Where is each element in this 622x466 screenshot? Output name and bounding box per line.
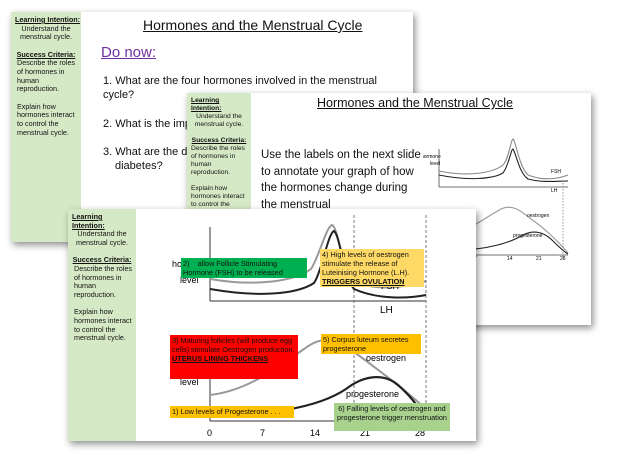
slide-3[interactable]: Learning Intention: Understand the menst…	[68, 209, 476, 441]
tick-0: 0	[207, 428, 212, 438]
fsh-curve-small	[438, 138, 569, 180]
lh-label-large: LH	[380, 305, 393, 316]
slide-1-sidebar: Learning Intention: Understand the menst…	[11, 12, 81, 242]
svg-text:level: level	[180, 275, 199, 285]
learning-intention-text: Understand the menstrual cycle.	[194, 113, 244, 128]
question-3-line-2: diabetes?	[115, 160, 163, 172]
progesterone-curve-small	[438, 231, 569, 255]
learning-intention-text: Understand the menstrual cycle.	[76, 229, 128, 247]
label-3-oestrogen[interactable]: 3) Maturing follicles (will produce egg …	[170, 335, 298, 379]
upper-y-label: ho	[172, 259, 182, 269]
lh-label-small: LH	[551, 188, 558, 194]
tick-28-small: 28	[560, 256, 566, 261]
success-criteria-1: Describe the roles of hormones in human …	[74, 263, 132, 299]
label-2-fsh[interactable]: 2) allow Follicle Stimulating Hormone (F…	[181, 258, 307, 278]
question-2: 2. What is the imp	[103, 118, 192, 130]
lh-curve-small	[438, 148, 569, 183]
tick-7: 7	[260, 428, 265, 438]
learning-intention-heading: Learning Intention:	[15, 15, 81, 24]
svg-text:level: level	[430, 161, 440, 167]
progesterone-label-large: progesterone	[346, 389, 399, 399]
graph-y-label: hormone	[423, 154, 441, 160]
svg-text:level: level	[180, 377, 199, 387]
learning-intention-text: Understand the menstrual cycle.	[20, 23, 72, 42]
slide-2-body-text: Use the labels on the next slide to anno…	[261, 149, 421, 211]
question-3-line-1: 3. What are the d	[103, 146, 188, 158]
question-1: 1. What are the four hormones involved i…	[103, 75, 377, 101]
tick-28: 28	[415, 428, 425, 438]
progesterone-label-small: progesterone	[513, 233, 543, 239]
oestrogen-label-large: oestrogen	[366, 353, 406, 363]
label-4-ovulation[interactable]: 4) High levels of oestrogen stimulate th…	[320, 249, 424, 287]
tick-21: 21	[360, 428, 370, 438]
label-6-menstruation[interactable]: 6) Falling levels of oestrogen and proge…	[334, 403, 450, 431]
success-criteria-1: Describe the roles of hormones in human …	[191, 145, 245, 176]
oestrogen-label-small: oestrogen	[527, 213, 549, 219]
fsh-label-small: FSH	[551, 169, 561, 175]
success-criteria-heading: Success Criteria:	[16, 49, 76, 59]
tick-14-small: 14	[507, 256, 513, 261]
learning-intention-heading: Learning Intention:	[72, 212, 105, 230]
learning-intention-heading: Learning Intention:	[191, 97, 222, 112]
do-now-heading: Do now:	[101, 44, 157, 61]
success-criteria-heading: Success Criteria:	[191, 137, 247, 144]
question-3: 3. What are the d diabetes?	[103, 145, 187, 173]
success-criteria-2: Explain how hormones interact to control…	[17, 101, 75, 137]
label-5-progesterone[interactable]: 5) Corpus luteum secretes progesterone	[321, 334, 421, 354]
slide-1-title: Hormones and the Menstrual Cycle	[143, 17, 363, 33]
success-criteria-1: Describe the roles of hormones in human …	[17, 58, 75, 94]
lh-curve-large	[209, 229, 427, 299]
success-criteria-heading: Success Criteria:	[72, 255, 132, 265]
tick-14: 14	[310, 428, 320, 438]
success-criteria-2: Explain how hormones interact to control…	[74, 307, 132, 343]
slide-2-title: Hormones and the Menstrual Cycle	[317, 96, 513, 110]
label-1-low-progesterone[interactable]: 1) Low levels of Progesterone . . .	[170, 406, 294, 418]
tick-21-small: 21	[536, 256, 542, 261]
success-criteria-2: Explain how hormones interact to control…	[191, 185, 245, 208]
slide-3-sidebar: Learning Intention: Understand the menst…	[68, 209, 136, 441]
